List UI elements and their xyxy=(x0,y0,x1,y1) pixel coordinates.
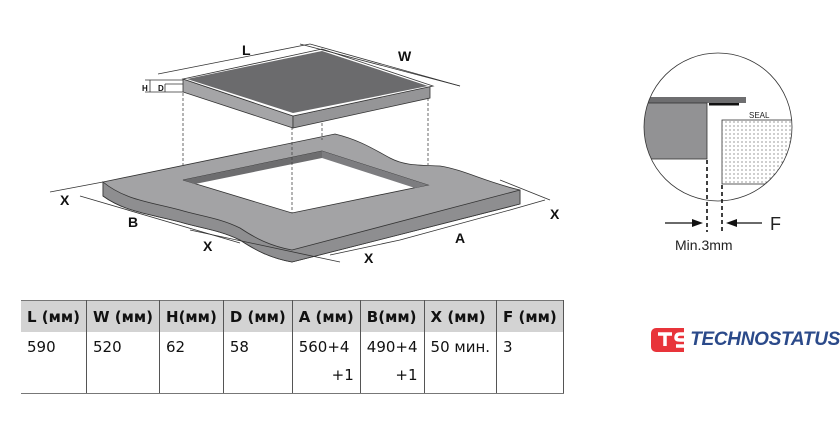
technostatus-logo: TECHNOSTATUS xyxy=(650,322,840,358)
min-gap-label: Min.3mm xyxy=(675,237,733,253)
logo-text: TECHNOSTATUS xyxy=(690,329,840,350)
cell-B: 490+4+1 xyxy=(360,332,425,394)
label-X-left: X xyxy=(60,192,70,208)
seal-label: SEAL xyxy=(749,111,770,120)
header-A: A (мм) xyxy=(292,300,361,332)
table-header-row: L (мм) W (мм) H(мм) D (мм) A (мм) B(мм) … xyxy=(21,300,564,332)
countertop xyxy=(102,133,521,263)
projection-lines xyxy=(182,93,429,213)
header-B: B(мм) xyxy=(360,300,425,332)
installation-diagram: L W H D X B X X A X SEAL F Min.3mm xyxy=(49,42,793,266)
cell-D: 58 xyxy=(223,332,293,394)
hob xyxy=(181,48,435,129)
header-H: H(мм) xyxy=(159,300,224,332)
label-A: A xyxy=(455,230,465,246)
label-D: D xyxy=(158,84,164,93)
label-L: L xyxy=(242,42,251,58)
cell-A: 560+4+1 xyxy=(292,332,361,394)
cell-X: 50 мин. xyxy=(424,332,498,394)
cell-W: 520 xyxy=(86,332,161,394)
label-X-front-left: X xyxy=(203,238,213,254)
label-W: W xyxy=(398,48,412,64)
header-D: D (мм) xyxy=(223,300,293,332)
cell-L: 590 xyxy=(21,332,88,394)
header-W: W (мм) xyxy=(86,300,161,332)
ts-logo-icon xyxy=(651,328,685,352)
cell-H: 62 xyxy=(159,332,224,394)
dimensions-table: L (мм) W (мм) H(мм) D (мм) A (мм) B(мм) … xyxy=(21,300,564,394)
label-X-right: X xyxy=(550,206,560,222)
label-X-front: X xyxy=(364,250,374,266)
label-F: F xyxy=(770,214,781,234)
cell-F: 3 xyxy=(496,332,564,394)
header-F: F (мм) xyxy=(496,300,564,332)
label-H: H xyxy=(142,84,148,93)
table-row: 590 520 62 58 560+4+1 490+4+1 50 мин. 3 xyxy=(21,332,564,394)
label-B: B xyxy=(128,214,138,230)
seal-detail: SEAL F Min.3mm xyxy=(643,52,793,253)
dimension-lines xyxy=(49,43,551,263)
header-X: X (мм) xyxy=(424,300,498,332)
header-L: L (мм) xyxy=(21,300,88,332)
